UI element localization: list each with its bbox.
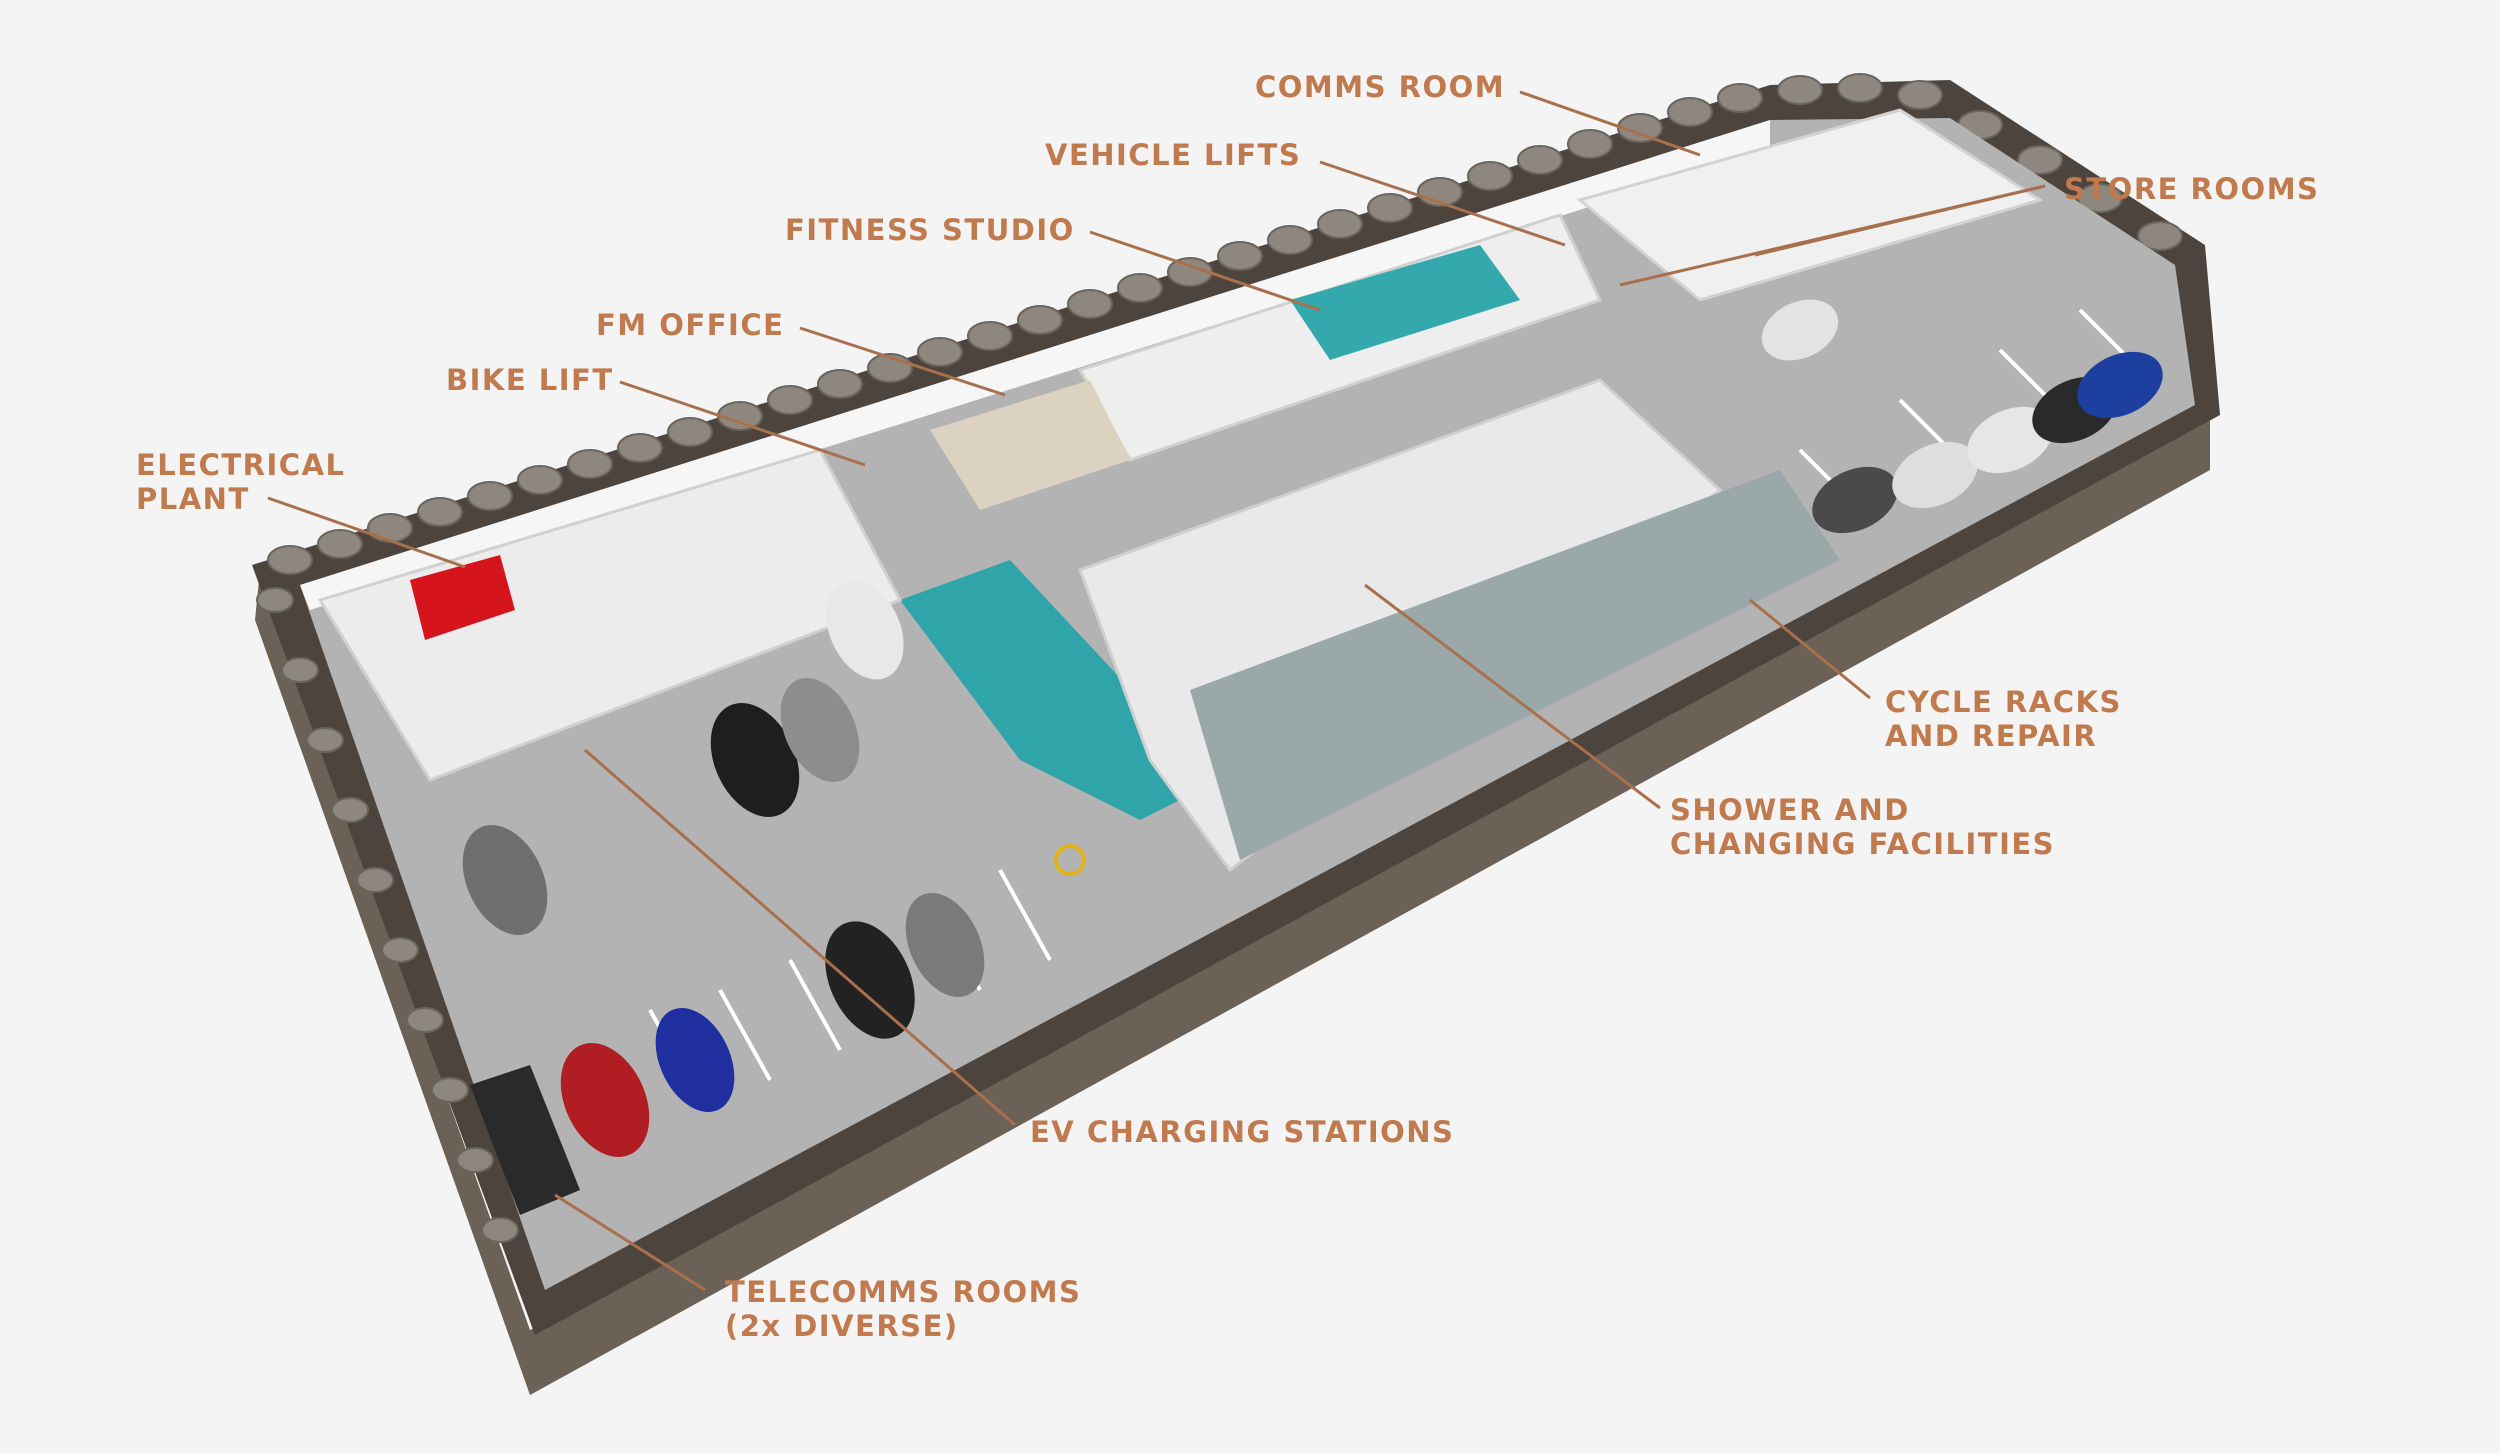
- shower-line1: SHOWER AND: [1670, 793, 1910, 827]
- left-service-rooms: [317, 448, 903, 782]
- cycle-racks-zone: [1190, 470, 1840, 860]
- label-vehicle-lifts: VEHICLE LIFTS: [1045, 138, 1301, 172]
- parked-cars: [462, 299, 2163, 1157]
- electrical-plant-line1: ELECTRICAL: [136, 448, 346, 482]
- fitness-studio-teal: [1290, 245, 1520, 360]
- telecomms-rooms: [470, 1065, 580, 1215]
- label-electrical-plant: ELECTRICAL PLANT: [136, 448, 346, 516]
- accessible-bay-symbol: [1054, 844, 1086, 876]
- leader-bike-lift: [619, 380, 866, 467]
- electrical-plant-unit: [410, 555, 515, 640]
- label-telecomms: TELECOMMS ROOMS (2x DIVERSE): [725, 1275, 1081, 1343]
- electrical-plant-line2: PLANT: [136, 482, 250, 516]
- leader-vehicle-lifts: [1319, 160, 1566, 247]
- fitness-studio-text: FITNESS STUDIO: [785, 213, 1075, 247]
- shower-line2: CHANGING FACILITIES: [1670, 827, 2056, 861]
- back-wall: [300, 120, 1770, 610]
- fm-office-floor: [930, 380, 1130, 510]
- cycle-racks-line2: AND REPAIR: [1885, 719, 2098, 753]
- leader-shower: [1364, 583, 1661, 810]
- label-cycle-racks: CYCLE RACKS AND REPAIR: [1885, 685, 2122, 753]
- ev-charging-text: EV CHARGING STATIONS: [1030, 1115, 1455, 1149]
- leader-telecomms: [554, 1193, 706, 1292]
- leader-fitness-studio: [1089, 230, 1321, 312]
- label-ev-charging: EV CHARGING STATIONS: [1030, 1115, 1454, 1149]
- fm-office-text: FM OFFICE: [596, 308, 785, 342]
- leader-store-rooms-b: [1619, 184, 2046, 287]
- store-rooms-block: [1576, 108, 2044, 302]
- store-rooms-text: STORE ROOMS: [2064, 172, 2320, 206]
- leader-cycle-racks: [1749, 598, 1871, 700]
- leader-lines: [267, 90, 2046, 1292]
- leader-ev-charging: [584, 748, 1016, 1127]
- label-fm-office: FM OFFICE: [596, 308, 784, 342]
- comms-room-text: COMMS ROOM: [1255, 70, 1506, 104]
- telecomms-line2: (2x DIVERSE): [725, 1309, 959, 1343]
- leader-comms-room: [1519, 90, 1701, 157]
- vehicle-lifts-text: VEHICLE LIFTS: [1045, 138, 1302, 172]
- leader-electrical-plant: [267, 496, 466, 569]
- cycle-racks-line1: CYCLE RACKS: [1885, 685, 2122, 719]
- label-comms-room: COMMS ROOM: [1255, 70, 1505, 104]
- label-bike-lift: BIKE LIFT: [446, 363, 614, 397]
- label-store-rooms: STORE ROOMS: [2064, 172, 2319, 206]
- bike-lift-text: BIKE LIFT: [446, 363, 614, 397]
- bike-ramp: [900, 560, 1200, 820]
- label-shower-changing: SHOWER AND CHANGING FACILITIES: [1670, 793, 2055, 861]
- telecomms-line1: TELECOMMS ROOMS: [725, 1275, 1082, 1309]
- label-fitness-studio: FITNESS STUDIO: [785, 213, 1075, 247]
- leader-fm-office: [799, 326, 1006, 397]
